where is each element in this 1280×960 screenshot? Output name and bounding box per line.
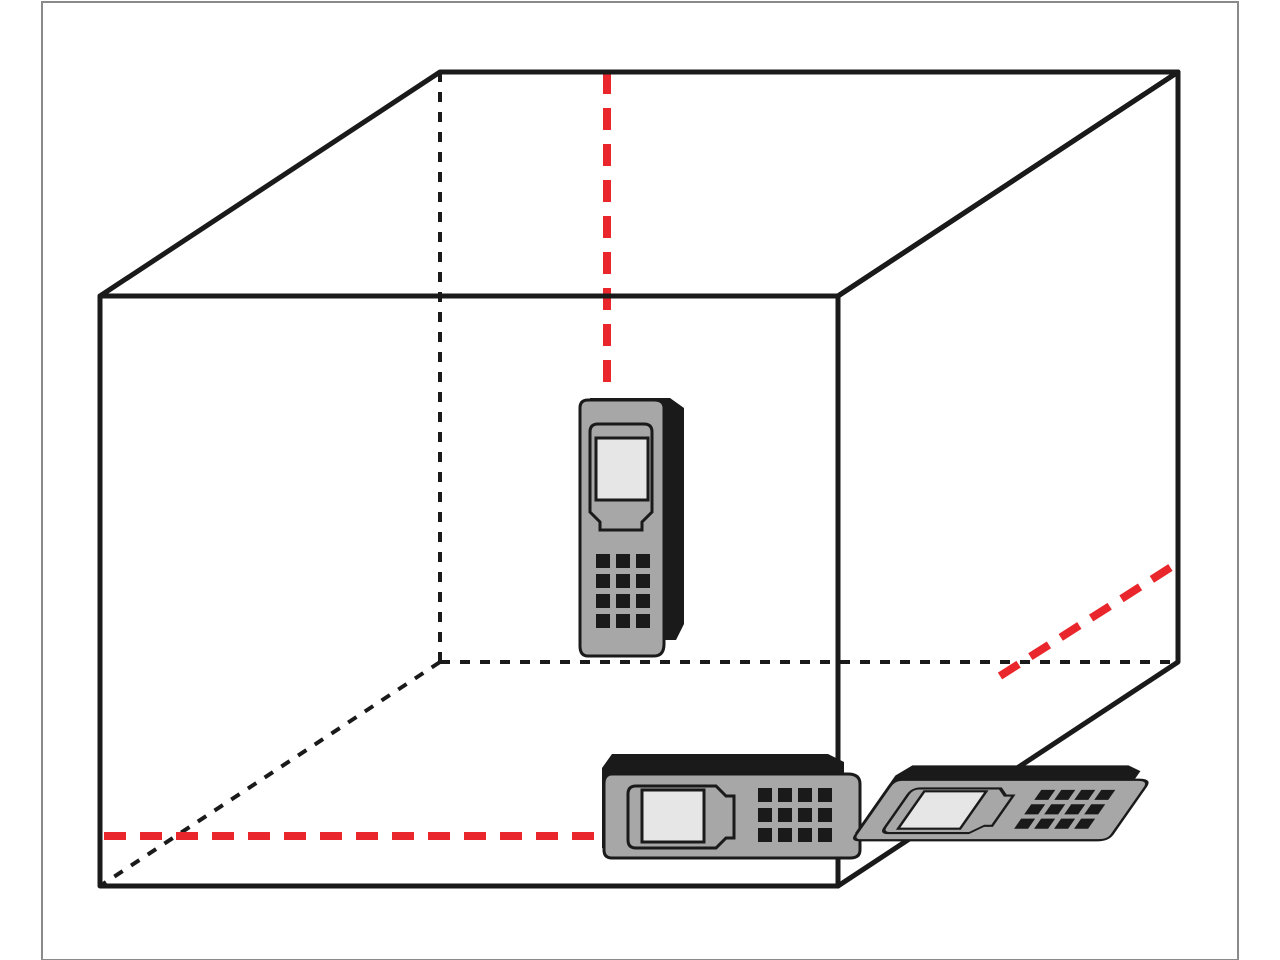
laser-measure-device-icon	[600, 752, 862, 860]
hidden-edges	[98, 72, 1178, 888]
right-face	[835, 69, 1181, 889]
left-floor-edge	[98, 660, 442, 888]
laser-measure-device-icon	[578, 396, 686, 658]
laser-measure-device-icon	[848, 763, 1163, 842]
visible-edges	[97, 69, 1181, 889]
laser-beams	[104, 72, 1179, 840]
